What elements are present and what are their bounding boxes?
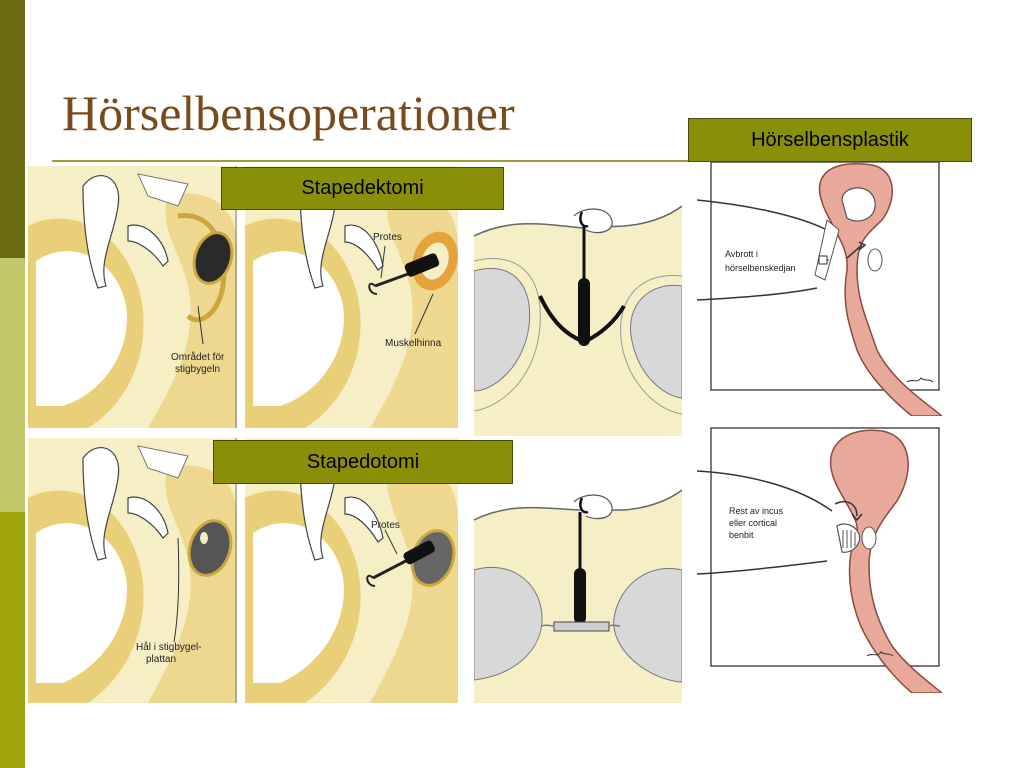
label-horselbensplastik: Hörselbensplastik	[688, 118, 972, 162]
annotation-rest-line3: benbit	[729, 530, 754, 540]
annotation-avbrott-line2: hörselbenskedjan	[725, 263, 796, 273]
illustration-stapedektomi-step1: Området för stigbygeln	[28, 166, 237, 428]
illustration-stapedotomi-closeup	[474, 440, 682, 703]
label-stapedektomi: Stapedektomi	[221, 167, 504, 210]
annotation-muskelhinna: Muskelhinna	[385, 338, 442, 349]
sidebar-block-top	[0, 0, 25, 258]
annotation-avbrott-line1: Avbrott i	[725, 249, 758, 259]
illustration-horselbensplastik-bottom: Rest av incus eller cortical benbit	[697, 426, 942, 693]
annotation-rest-line2: eller cortical	[729, 518, 777, 528]
slide-title: Hörselbensoperationer	[62, 85, 515, 141]
annotation-protes-bottom: Protes	[371, 520, 400, 531]
sidebar-block-bottom	[0, 512, 25, 768]
illustration-stapedektomi-closeup	[474, 166, 682, 436]
illustration-horselbensplastik-top: Avbrott i hörselbenskedjan	[697, 160, 942, 416]
annotation-omradet-line1: Området för	[171, 351, 225, 363]
annotation-protes-top: Protes	[373, 232, 402, 243]
label-stapedotomi: Stapedotomi	[213, 440, 513, 484]
annotation-rest-line1: Rest av incus	[729, 506, 784, 516]
title-underline	[52, 160, 698, 162]
annotation-hal-line2: plattan	[146, 654, 176, 665]
annotation-hal-line1: Hål i stigbygel-	[136, 641, 202, 653]
sidebar-block-middle	[0, 258, 25, 512]
illustration-stapedektomi-step2: Protes Muskelhinna	[245, 166, 458, 428]
illustration-stapedotomi-step1: Hål i stigbygel- plattan	[28, 438, 237, 703]
annotation-omradet-line2: stigbygeln	[175, 364, 220, 375]
